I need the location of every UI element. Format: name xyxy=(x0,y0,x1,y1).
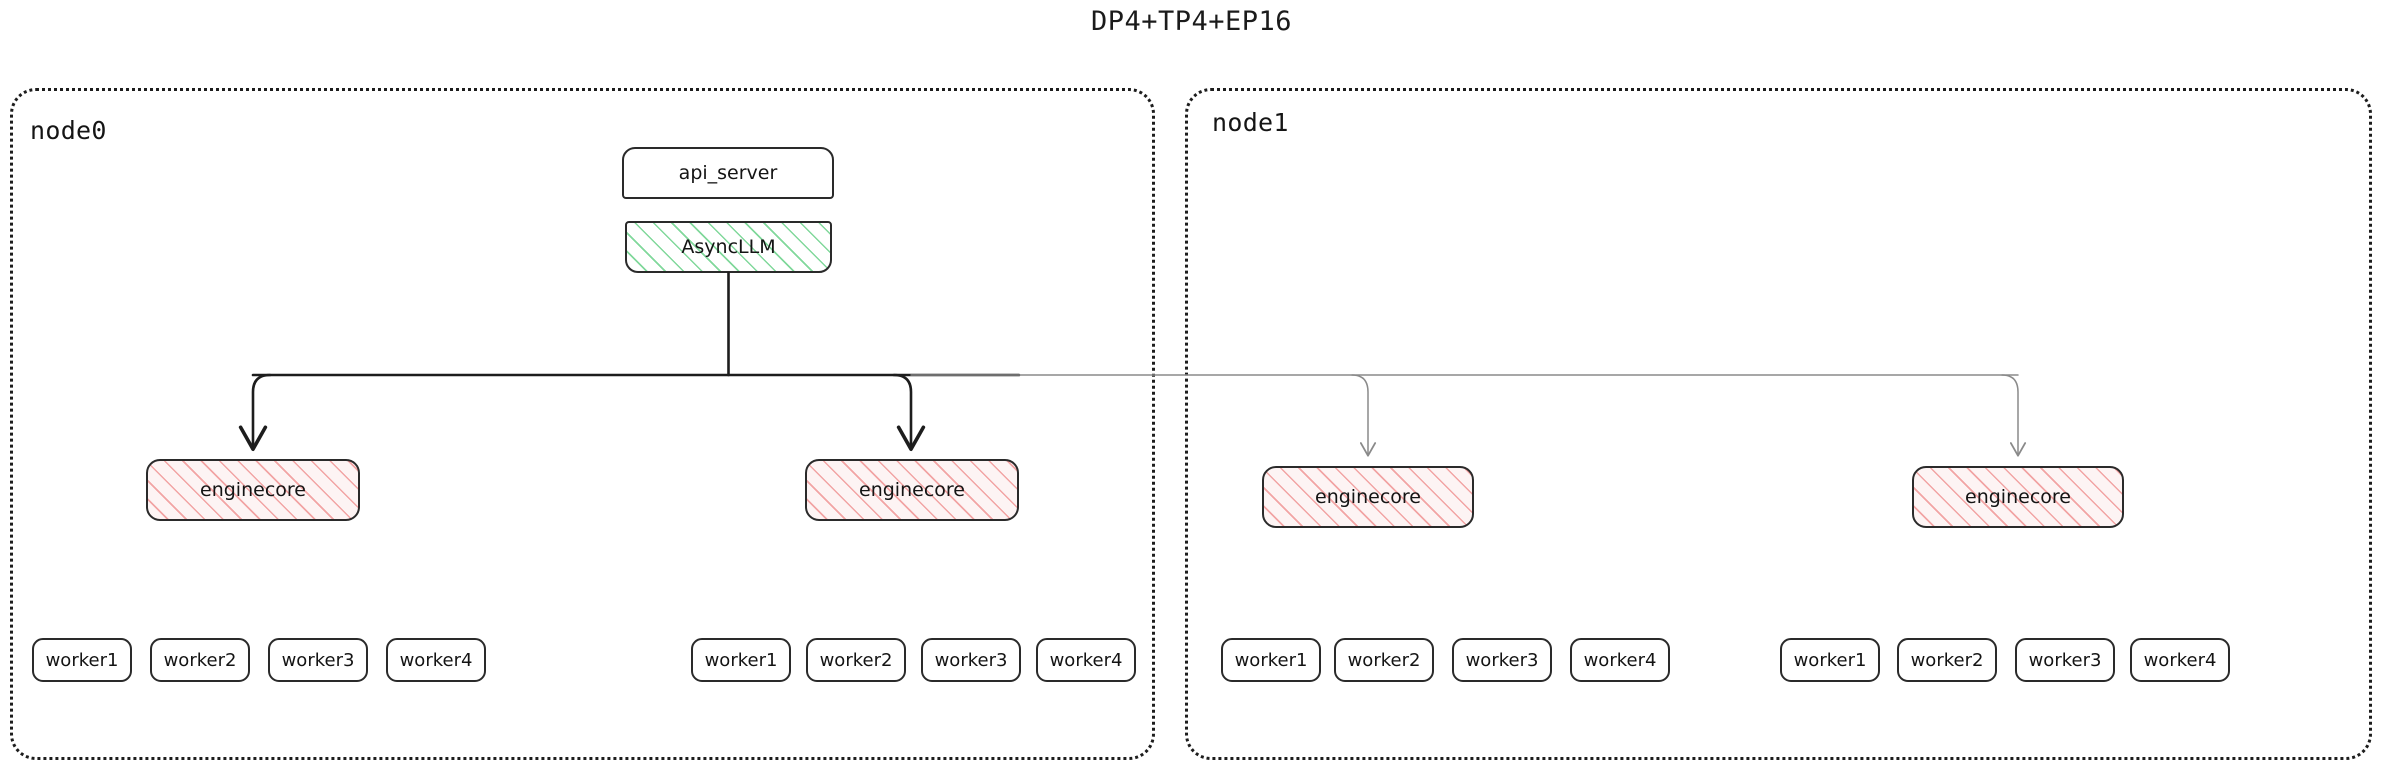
node-label-node0: node0 xyxy=(30,116,107,145)
api-server-box[interactable]: api_server xyxy=(622,147,834,199)
worker-box[interactable]: worker1 xyxy=(1221,638,1321,682)
worker-box[interactable]: worker4 xyxy=(386,638,486,682)
worker-box[interactable]: worker3 xyxy=(921,638,1021,682)
async-llm-box[interactable]: AsyncLLM xyxy=(625,221,832,273)
node-label-node1: node1 xyxy=(1212,108,1289,137)
worker-box[interactable]: worker3 xyxy=(268,638,368,682)
enginecore-box[interactable]: enginecore xyxy=(1262,466,1474,528)
worker-box[interactable]: worker1 xyxy=(1780,638,1880,682)
worker-box[interactable]: worker2 xyxy=(150,638,250,682)
worker-box[interactable]: worker4 xyxy=(1036,638,1136,682)
enginecore-box[interactable]: enginecore xyxy=(1912,466,2124,528)
worker-box[interactable]: worker3 xyxy=(2015,638,2115,682)
enginecore-box[interactable]: enginecore xyxy=(805,459,1019,521)
enginecore-box[interactable]: enginecore xyxy=(146,459,360,521)
worker-box[interactable]: worker3 xyxy=(1452,638,1552,682)
node-container-node0 xyxy=(10,88,1155,760)
node-container-node1 xyxy=(1185,88,2372,760)
page-title: DP4+TP4+EP16 xyxy=(1090,6,1293,37)
worker-box[interactable]: worker1 xyxy=(32,638,132,682)
worker-box[interactable]: worker4 xyxy=(1570,638,1670,682)
worker-box[interactable]: worker2 xyxy=(806,638,906,682)
worker-box[interactable]: worker4 xyxy=(2130,638,2230,682)
worker-box[interactable]: worker2 xyxy=(1897,638,1997,682)
worker-box[interactable]: worker1 xyxy=(691,638,791,682)
worker-box[interactable]: worker2 xyxy=(1334,638,1434,682)
